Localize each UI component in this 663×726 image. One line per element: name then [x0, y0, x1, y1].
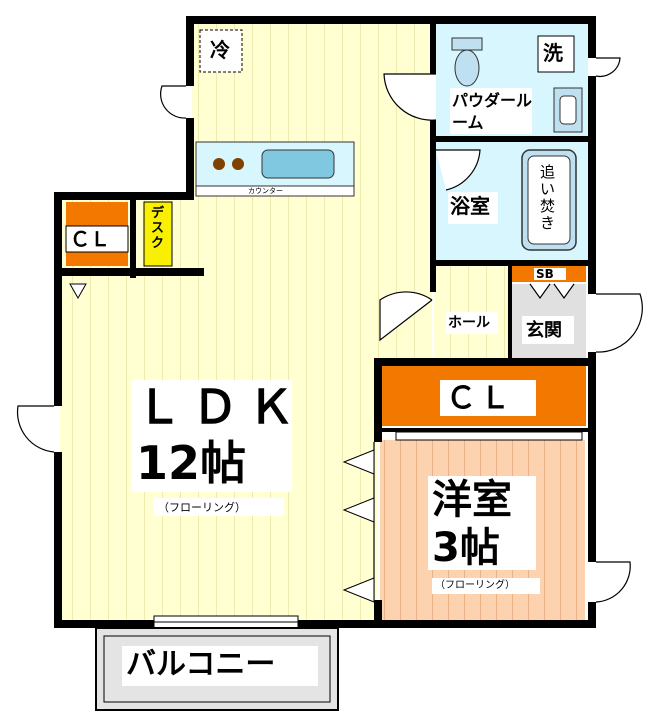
ldk-room-size: 12帖 — [136, 436, 247, 490]
ldk-floor — [60, 22, 432, 622]
reheat-label: 追い焚き — [540, 163, 556, 232]
ldk-room-name: ＬＤＫ — [136, 380, 304, 434]
ldk-closet-label: ＣＬ — [70, 227, 110, 251]
bathroom-label: 浴室 — [450, 194, 490, 218]
stove-burner-2 — [232, 158, 244, 170]
shoe-box-label: SB — [536, 267, 554, 281]
toilet-bowl — [454, 49, 480, 87]
toilet-tank — [451, 37, 483, 51]
powder-room-label: パウダールーム — [452, 91, 533, 132]
counter-label: カウンター — [248, 187, 283, 195]
entrance-label: 玄関 — [526, 320, 562, 341]
washer-box — [537, 35, 575, 73]
fridge-label: 冷 — [210, 38, 230, 62]
western-room-name: 洋室 — [432, 477, 512, 523]
western-floor-type: （フローリング） — [435, 580, 515, 591]
kitchen-sink — [261, 149, 335, 179]
balcony-label: バルコニー — [126, 647, 276, 682]
stove-burner-1 — [213, 158, 225, 170]
western-room-size: 3帖 — [432, 525, 500, 571]
desk-label: デスク — [151, 206, 165, 251]
desk-block — [143, 201, 173, 267]
fridge-box — [199, 29, 243, 73]
washer-label: 洗 — [543, 41, 563, 65]
western-closet-label: ＣＬ — [446, 381, 514, 416]
hall-label: ホール — [448, 315, 490, 331]
ldk-floor-type: （フローリング） — [158, 501, 246, 514]
